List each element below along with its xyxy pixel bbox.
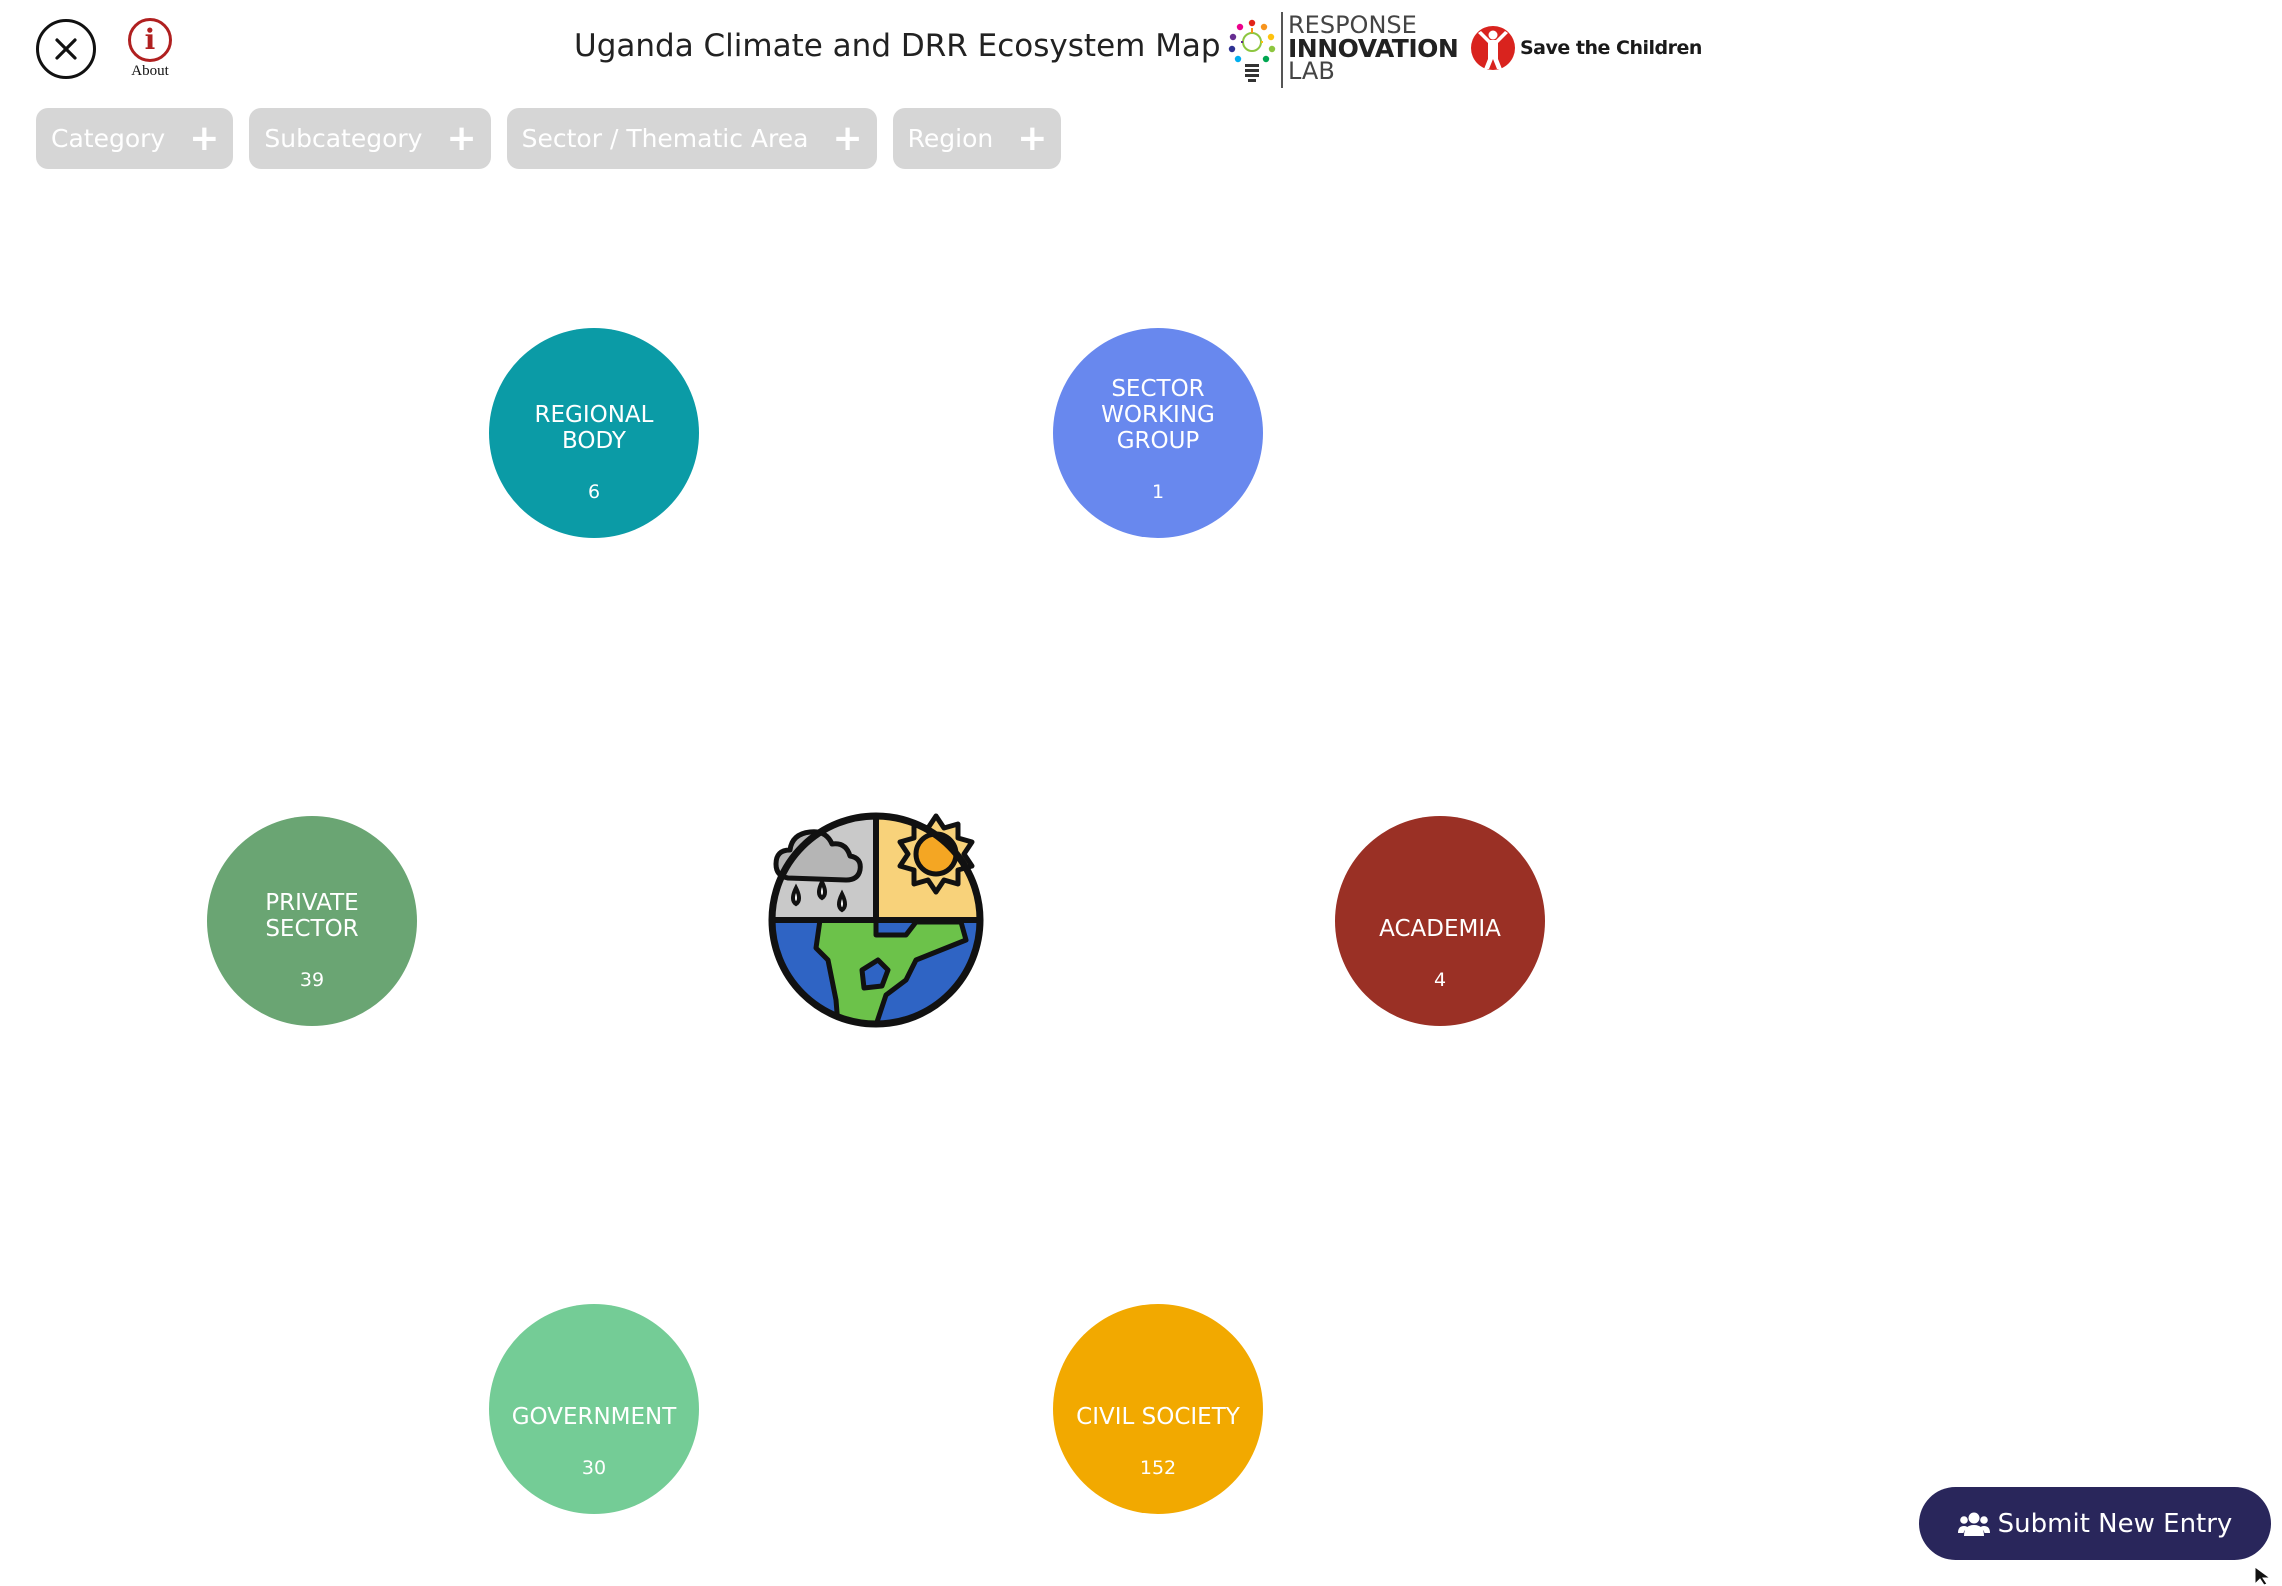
node-civil-society[interactable]: CIVIL SOCIETY 152 [1053,1304,1263,1514]
ril-logo-text: RESPONSE INNOVATION LAB [1288,11,1459,85]
plus-icon: + [189,117,220,159]
about-button[interactable]: i About [120,18,180,82]
save-the-children-logo: Save the Children [1470,22,1702,74]
filter-label: Sector / Thematic Area [521,124,809,153]
node-sector-working-group[interactable]: SECTOR WORKING GROUP 1 [1053,328,1263,538]
node-academia[interactable]: ACADEMIA 4 [1335,816,1545,1026]
filter-label: Category [51,124,166,153]
sector-thematic-area-filter-button[interactable]: Sector / Thematic Area + [506,108,877,169]
node-label: CIVIL SOCIETY [1076,1404,1240,1430]
subcategory-filter-button[interactable]: Subcategory + [249,108,491,169]
climate-globe-icon [768,812,984,1028]
logo-divider [1281,12,1283,88]
plus-icon: + [1017,117,1048,159]
plus-icon: + [832,117,863,159]
close-button[interactable] [36,19,96,79]
plus-icon: + [446,117,477,159]
category-filter-button[interactable]: Category + [36,108,234,169]
node-count: 39 [299,969,325,991]
node-label: SECTOR WORKING GROUP [1101,376,1215,454]
filter-label: Region [907,124,994,153]
node-count: 1 [1151,481,1165,503]
page-title: Uganda Climate and DRR Ecosystem Map [574,28,1221,64]
node-label: ACADEMIA [1379,916,1501,942]
node-label: PRIVATE SECTOR [265,890,359,942]
lightbulb-icon [1228,19,1276,82]
node-label: REGIONAL BODY [534,402,654,454]
node-count: 30 [581,1457,607,1479]
node-label: GOVERNMENT [511,1404,677,1430]
users-icon [1957,1511,1990,1537]
node-count: 4 [1433,969,1447,991]
node-government[interactable]: GOVERNMENT 30 [489,1304,699,1514]
node-private-sector[interactable]: PRIVATE SECTOR 39 [207,816,417,1026]
close-icon [55,38,77,60]
node-count: 6 [587,481,601,503]
node-regional-body[interactable]: REGIONAL BODY 6 [489,328,699,538]
mouse-cursor-icon [2254,1566,2272,1586]
save-the-children-emblem-icon [1471,26,1515,70]
submit-new-entry-button[interactable]: Submit New Entry [1919,1487,2271,1560]
node-count: 152 [1139,1457,1177,1479]
info-icon: i [128,18,172,62]
filter-bar: Category + Subcategory + Sector / Themat… [36,108,1062,169]
filter-label: Subcategory [264,124,423,153]
response-innovation-lab-logo: RESPONSE INNOVATION LAB [1226,8,1459,90]
region-filter-button[interactable]: Region + [892,108,1062,169]
save-the-children-text: Save the Children [1520,37,1702,59]
about-label: About [131,63,169,79]
submit-label: Submit New Entry [1997,1508,2233,1539]
